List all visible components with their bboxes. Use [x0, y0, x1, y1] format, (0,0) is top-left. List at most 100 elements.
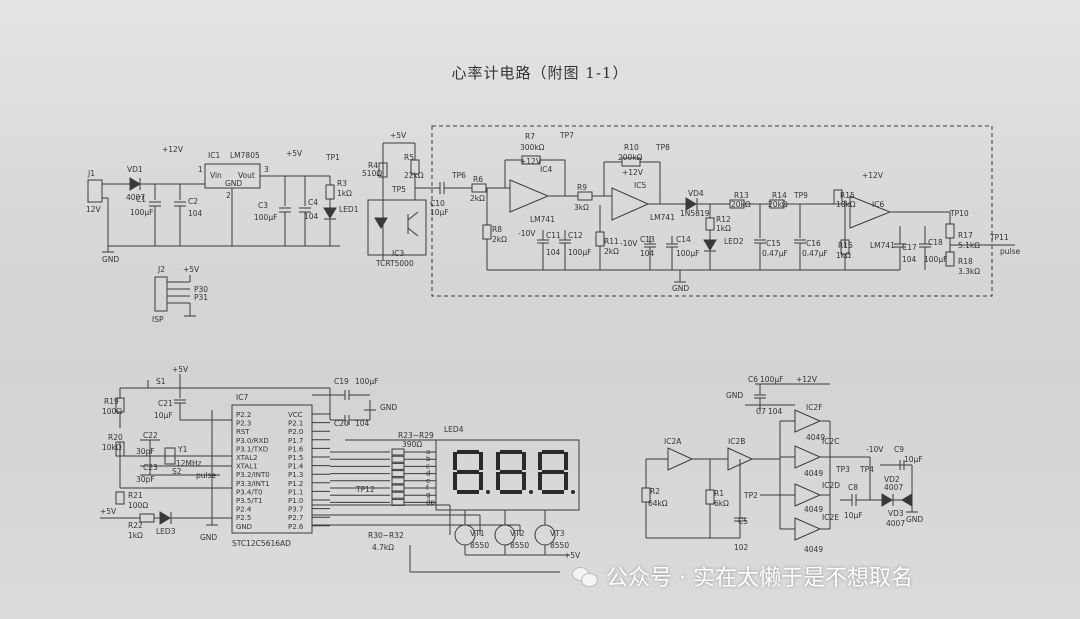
label-r10: R10: [624, 143, 639, 152]
label-c15: C15: [766, 239, 781, 248]
label-c7v: 104: [768, 407, 783, 416]
label-ic3: IC3: [392, 249, 404, 258]
label-r18: R18: [958, 257, 973, 266]
label-ic4: IC4: [540, 165, 552, 174]
label-c2v: 104: [188, 209, 203, 218]
label-c22: C22: [143, 431, 158, 440]
label-c21: C21: [158, 399, 173, 408]
mcu-pin-right: P1.6: [288, 445, 304, 453]
label-c12v: 100μF: [568, 248, 591, 257]
mcu-pin-left: GND: [236, 523, 252, 531]
seven-seg-digit: [496, 450, 533, 494]
mcu-pin-left: P3.3/INT1: [236, 480, 270, 488]
segment-letter: a: [426, 448, 430, 456]
label-r6: R6: [473, 175, 483, 184]
label-r30: R30~R32: [368, 531, 404, 540]
mcu-pin-left: RST: [236, 428, 250, 436]
label-r13: R13: [734, 191, 749, 200]
label-r3: R3: [337, 179, 347, 188]
label-c14: C14: [676, 235, 691, 244]
page-title: 心率计电路（附图 1-1）: [451, 64, 629, 82]
label-c21v: 10μF: [154, 411, 173, 420]
mcu-pin-right: P3.7: [288, 506, 303, 514]
label-r19v: 100Ω: [102, 407, 122, 416]
label-ic6: IC6: [872, 200, 884, 209]
label-tcrt5000: TCRT5000: [375, 259, 414, 268]
label-r16v: 1kΩ: [836, 251, 851, 260]
label-r1v: 6kΩ: [714, 499, 729, 508]
mcu-pin-right: P1.4: [288, 463, 304, 471]
label-c2: C2: [188, 197, 198, 206]
label-c7: C7: [756, 407, 766, 416]
label-ic2d: IC2D: [822, 481, 840, 490]
label-c20v: 104: [355, 419, 370, 428]
label-vt2v: 8550: [510, 541, 529, 550]
label-vd2: VD2: [884, 475, 900, 484]
label-r12v: 1kΩ: [716, 224, 731, 233]
label-pin2: 2: [226, 191, 231, 200]
mcu-pin-left: XTAL1: [236, 463, 258, 471]
label-vt3v: 8550: [550, 541, 569, 550]
label-gnd-c19: GND: [380, 403, 397, 412]
label-r23: R23~R29: [398, 431, 434, 440]
label-tp7: TP7: [559, 131, 574, 140]
label-plus5v-j2: +5V: [183, 265, 200, 274]
label-c12: C12: [568, 231, 583, 240]
label-p31: P31: [194, 293, 208, 302]
label-r5v: 22kΩ: [404, 171, 424, 180]
label-pin1: 1: [198, 165, 203, 174]
label-r17v: 5.1kΩ: [958, 241, 980, 250]
mcu-pin-left: P2.3: [236, 420, 251, 428]
label-minus10v-4049: -10V: [866, 445, 884, 454]
mcu-pin-right: P2.1: [288, 420, 303, 428]
label-r15v: 10kΩ: [836, 200, 856, 209]
segment-letter: d: [426, 470, 430, 478]
label-c16v: 0.47μF: [802, 249, 828, 258]
label-s2: S2: [172, 467, 182, 476]
label-r19: R19: [104, 397, 119, 406]
label-r9v: 3kΩ: [574, 203, 589, 212]
label-c1: C1: [136, 195, 146, 204]
label-tp6: TP6: [451, 171, 466, 180]
label-led2: LED2: [724, 237, 744, 246]
label-c11: C11: [546, 231, 561, 240]
label-r11v: 2kΩ: [604, 247, 619, 256]
mcu-pin-left: P2.4: [236, 506, 252, 514]
label-plus12v-4049: +12V: [796, 375, 818, 384]
label-c3v: 100μF: [254, 213, 277, 222]
label-c19v: 100μF: [355, 377, 378, 386]
label-vd3v: 4007: [886, 519, 905, 528]
label-r8: R8: [492, 225, 502, 234]
label-plus5v-vt: +5V: [564, 551, 581, 560]
mcu-pin-right: P2.7: [288, 514, 303, 522]
label-tp11: TP11: [989, 233, 1009, 242]
mcu-pin-left: P3.4/T0: [236, 488, 262, 496]
label-ic7: IC7: [236, 393, 248, 402]
label-gnd-1: GND: [102, 255, 119, 264]
label-r17: R17: [958, 231, 973, 240]
label-r21v: 100Ω: [128, 501, 148, 510]
label-y1: Y1: [177, 445, 188, 454]
label-tp9: TP9: [793, 191, 808, 200]
label-led1: LED1: [339, 205, 359, 214]
label-minus10v-ic4: -10V: [518, 229, 536, 238]
label-led4: LED4: [444, 425, 464, 434]
label-tp4: TP4: [859, 465, 874, 474]
mcu-pin-right: P1.1: [288, 488, 303, 496]
segment-resistor: [391, 491, 405, 499]
label-tp10: TP10: [949, 209, 969, 218]
label-r14v: 20kΩ: [768, 200, 788, 209]
label-r18v: 3.3kΩ: [958, 267, 980, 276]
watermark: 公众号 · 实在太懒于是不想取名: [572, 561, 913, 591]
label-j1: J1: [87, 169, 95, 178]
label-4049-2: 4049: [804, 469, 823, 478]
label-tp1: TP1: [325, 153, 340, 162]
label-c22v: 30pF: [136, 447, 155, 456]
label-c19: C19: [334, 377, 349, 386]
seven-seg-digit: [453, 450, 490, 494]
label-plus5v-mcu: +5V: [172, 365, 189, 374]
label-pin3: 3: [264, 165, 269, 174]
label-c14v: 100μF: [676, 249, 699, 258]
